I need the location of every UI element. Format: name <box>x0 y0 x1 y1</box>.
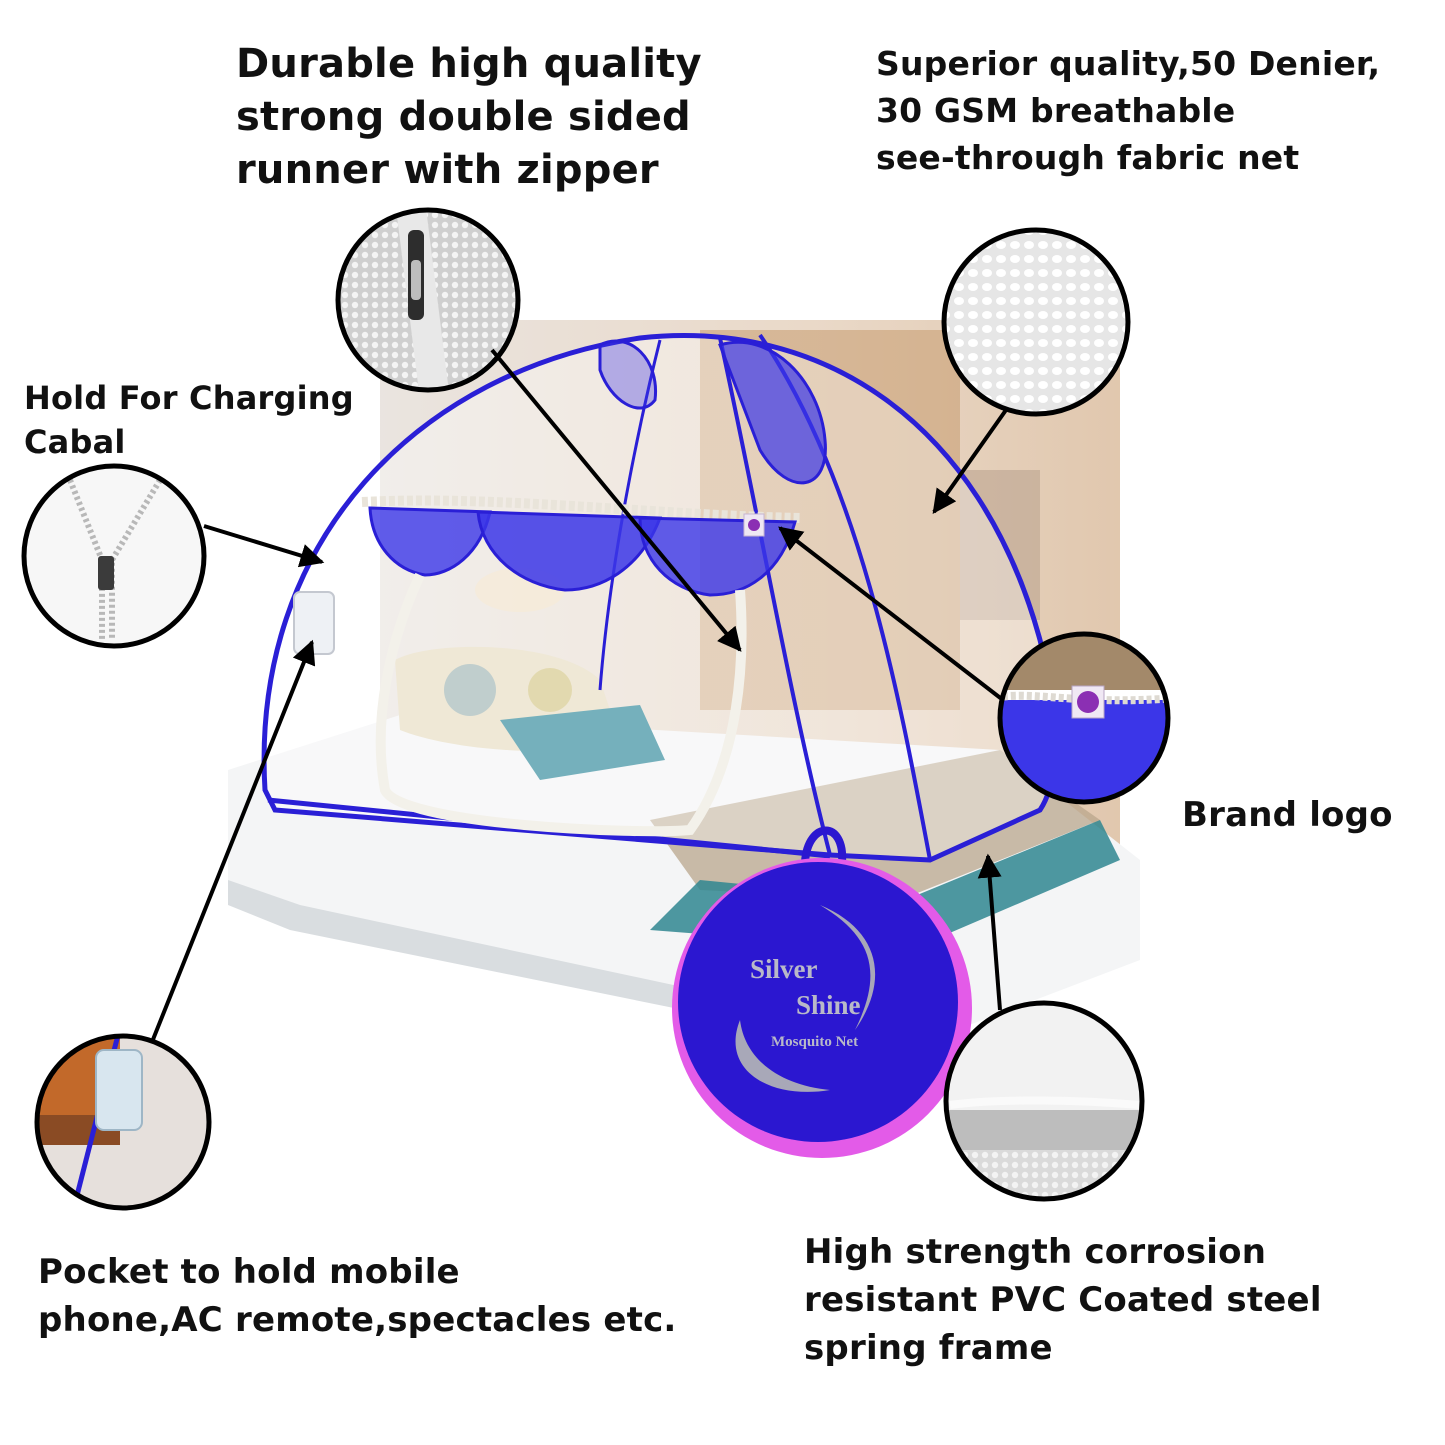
mobile-pocket <box>293 591 335 655</box>
caption-line: runner with zipper <box>236 147 659 193</box>
mosquito-net-dome <box>261 333 1058 863</box>
bag-brand-line3: Mosquito Net <box>771 1034 858 1050</box>
caption-line: phone,AC remote,spectacles etc. <box>38 1300 677 1340</box>
caption-line: spring frame <box>804 1328 1053 1368</box>
bag-brand-line2: Shine <box>796 990 861 1020</box>
caption-line: Superior quality,50 Denier, <box>876 44 1381 83</box>
brand-logo-icon <box>1077 691 1099 713</box>
caption-line: Hold For Charging <box>24 379 354 417</box>
caption-line: see-through fabric net <box>876 138 1300 177</box>
storage-bag: Silver Shine Mosquito Net <box>672 826 972 1158</box>
mobile-pocket-icon <box>95 1049 143 1131</box>
caption-line: Brand logo <box>1182 795 1393 835</box>
bag-brand-line1: Silver <box>750 954 818 984</box>
caption-line: Durable high quality <box>236 41 702 87</box>
callout-fabric <box>941 227 1131 417</box>
steel-frame-icon <box>949 1096 1141 1109</box>
caption-line: 30 GSM breathable <box>876 91 1236 130</box>
mesh-fabric-icon <box>944 230 1128 414</box>
arrow-icon <box>977 853 1002 1011</box>
callout-brand-logo <box>997 631 1171 805</box>
callout-charging <box>21 463 207 649</box>
caption-line: strong double sided <box>236 94 691 140</box>
zipper-icon <box>98 556 114 590</box>
arrow-icon <box>932 408 1008 514</box>
arrow-icon <box>203 524 325 568</box>
caption-line: High strength corrosion <box>804 1232 1267 1272</box>
callout-pocket <box>34 1033 212 1211</box>
pointer-arrows <box>150 348 1008 1043</box>
caption-charging-hole: Hold For Charging Cabal <box>24 376 354 464</box>
caption-line: Cabal <box>24 423 126 461</box>
callout-zipper <box>335 207 521 393</box>
caption-line: Pocket to hold mobile <box>38 1252 460 1292</box>
arrow-icon <box>150 639 316 1043</box>
caption-fabric: Superior quality,50 Denier, 30 GSM breat… <box>876 40 1380 181</box>
caption-brand-logo: Brand logo <box>1182 794 1393 836</box>
arrow-icon <box>778 526 1005 702</box>
caption-frame: High strength corrosion resistant PVC Co… <box>804 1228 1322 1372</box>
caption-line: resistant PVC Coated steel <box>804 1280 1322 1320</box>
arrow-icon <box>490 348 742 652</box>
callout-frame <box>943 1000 1145 1202</box>
caption-zipper: Durable high quality strong double sided… <box>236 38 702 197</box>
caption-pocket: Pocket to hold mobile phone,AC remote,sp… <box>38 1248 677 1344</box>
